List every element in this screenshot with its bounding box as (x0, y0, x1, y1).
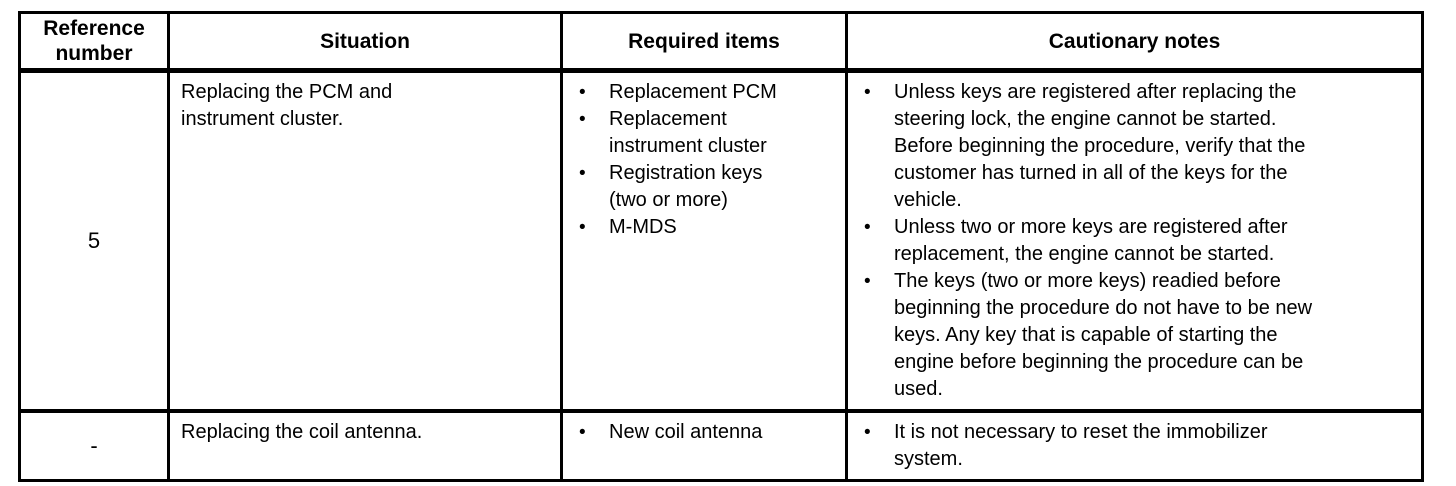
header-cautionary-notes: Cautionary notes (845, 11, 1424, 73)
list-item: • M-MDS (579, 214, 837, 241)
bullet-icon: • (579, 109, 586, 130)
required-item-text: Registration keys (two or more) (609, 162, 763, 211)
cautionary-notes-list: • Unless keys are registered after repla… (845, 69, 1424, 413)
bullet-icon: • (864, 422, 871, 443)
bullet-icon: • (864, 82, 871, 103)
list-item: • The keys (two or more keys) readied be… (864, 268, 1413, 403)
cautionary-note-text: Unless keys are registered after replaci… (894, 81, 1306, 211)
bullet-icon: • (579, 82, 586, 103)
cautionary-note-text: It is not necessary to reset the immobil… (894, 421, 1268, 470)
situation-text: Replacing the coil antenna. (167, 409, 563, 482)
table-row-dash: - Replacing the coil antenna. • New coil… (18, 409, 1424, 482)
cautionary-notes-list: • It is not necessary to reset the immob… (845, 409, 1424, 482)
bullet-icon: • (579, 217, 586, 238)
list-item: • It is not necessary to reset the immob… (864, 419, 1413, 473)
table-row-5: 5 Replacing the PCM and instrument clust… (18, 69, 1424, 413)
cautionary-note-text: Unless two or more keys are registered a… (894, 216, 1288, 265)
header-situation: Situation (167, 11, 563, 73)
header-required-items: Required items (560, 11, 848, 73)
list-item: • Replacement instrument cluster (579, 106, 837, 160)
list-item: • Replacement PCM (579, 79, 837, 106)
header-reference-number: Reference number (18, 11, 170, 73)
list-item: • Unless two or more keys are registered… (864, 214, 1413, 268)
required-items-list: • Replacement PCM • Replacement instrume… (560, 69, 848, 413)
immobilizer-reference-table: Reference number Situation Required item… (18, 11, 1424, 482)
bullet-icon: • (579, 422, 586, 443)
list-item: • Unless keys are registered after repla… (864, 79, 1413, 214)
reference-number-value: - (18, 409, 170, 482)
cautionary-note-text: The keys (two or more keys) readied befo… (894, 270, 1313, 400)
list-item: • New coil antenna (579, 419, 837, 446)
required-item-text: Replacement PCM (609, 81, 777, 103)
required-item-text: M-MDS (609, 216, 677, 238)
bullet-icon: • (864, 217, 871, 238)
required-item-text: New coil antenna (609, 421, 763, 443)
reference-number-value: 5 (18, 69, 170, 413)
required-item-text: Replacement instrument cluster (609, 108, 767, 157)
list-item: • Registration keys (two or more) (579, 160, 837, 214)
required-items-list: • New coil antenna (560, 409, 848, 482)
bullet-icon: • (579, 163, 586, 184)
header-row: Reference number Situation Required item… (18, 11, 1424, 73)
bullet-icon: • (864, 271, 871, 292)
situation-text: Replacing the PCM and instrument cluster… (167, 69, 563, 413)
